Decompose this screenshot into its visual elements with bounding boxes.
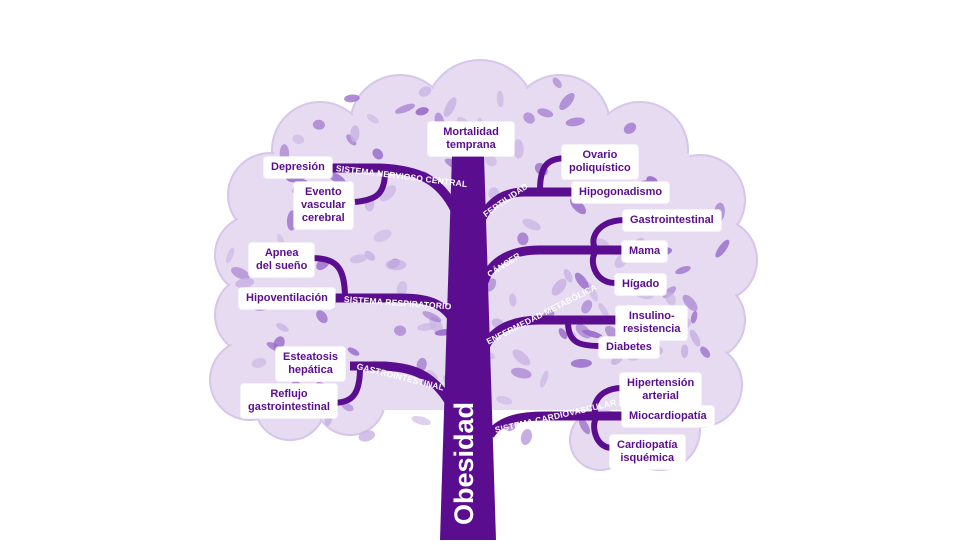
leaf-miocardiopatia: Miocardiopatía — [622, 406, 714, 427]
leaf-shape — [509, 293, 517, 307]
leaf-shape — [292, 134, 305, 145]
leaf-shape — [700, 346, 711, 358]
leaf-shape — [347, 347, 360, 356]
leaf-shape — [522, 218, 541, 231]
leaf-shape — [623, 122, 637, 134]
leaf-shape — [396, 281, 408, 297]
leaf-shape — [418, 86, 432, 97]
trunk-label: Obesidad — [449, 402, 479, 525]
leaf-shape — [682, 294, 698, 312]
leaf-shape — [316, 310, 328, 324]
leaf-shape — [540, 370, 549, 388]
leaf-shape — [552, 77, 562, 89]
leaf-shape — [385, 259, 407, 271]
leaf-shape — [350, 125, 360, 142]
leaf-gastrointestinal: Gastrointestinal — [623, 210, 721, 231]
leaf-shape — [715, 239, 730, 258]
leaf-shape — [411, 415, 431, 426]
leaf-shape — [415, 107, 429, 116]
leaf-shape — [235, 278, 255, 288]
leaf-shape — [558, 328, 568, 340]
leaf-shape — [364, 250, 376, 261]
leaf-shape — [680, 344, 689, 358]
leaf-shape — [690, 310, 698, 324]
leaf-insulinoresistencia: Insulino-resistencia — [616, 306, 688, 340]
leaf-hipogonadismo: Hipogonadismo — [572, 182, 670, 203]
leaf-shape — [675, 266, 691, 275]
leaf-shape — [443, 97, 457, 118]
leaf-shape — [586, 282, 598, 302]
leaf-shape — [416, 357, 427, 372]
leaf-shape — [570, 358, 592, 368]
leaf-shape — [422, 311, 442, 323]
tree-trunk — [440, 155, 496, 540]
leaf-shape — [565, 117, 585, 127]
leaf-shape — [312, 119, 325, 130]
leaf-shape — [551, 278, 567, 296]
leaf-shape — [372, 148, 384, 160]
leaf-shape — [512, 349, 531, 366]
leaf-shape — [574, 272, 589, 290]
leaf-mortalidad-temprana: Mortalidad temprana — [428, 122, 514, 156]
leaf-shape — [349, 254, 367, 264]
leaf-shape — [563, 268, 573, 283]
leaf-shape — [496, 395, 513, 405]
leaf-shape — [341, 402, 354, 412]
leaf-shape — [537, 108, 554, 118]
leaf-diabetes: Diabetes — [599, 337, 659, 358]
leaf-shape — [344, 94, 360, 103]
leaf-shape — [346, 134, 357, 146]
leaf-hipoventilacion: Hipoventilación — [239, 288, 335, 309]
leaf-shape — [517, 232, 529, 246]
leaf-depresion: Depresión — [264, 157, 332, 178]
leaf-shape — [520, 429, 532, 445]
leaf-shape — [231, 266, 250, 280]
leaf-shape — [358, 430, 376, 442]
leaf-shape — [559, 92, 575, 111]
leaf-shape — [379, 185, 397, 202]
leaf-shape — [395, 103, 415, 114]
leaf-higado: Hígado — [615, 274, 667, 295]
leaf-shape — [513, 139, 524, 159]
leaf-shape — [496, 90, 504, 108]
leaf-shape — [578, 418, 591, 435]
leaf-shape — [276, 323, 289, 332]
leaf-shape — [366, 114, 379, 124]
leaf-shape — [417, 322, 437, 331]
leaf-shape — [523, 112, 535, 124]
leaf-shape — [581, 299, 593, 314]
leaf-shape — [226, 247, 235, 264]
leaf-shape — [598, 302, 610, 319]
leaf-shape — [373, 229, 392, 242]
leaf-shape — [510, 367, 532, 379]
leaf-shape — [484, 154, 497, 167]
leaf-mama: Mama — [622, 241, 668, 262]
leaf-shape — [582, 329, 604, 339]
leaf-shape — [251, 357, 267, 368]
leaf-shape — [689, 329, 701, 347]
leaf-shape — [665, 292, 676, 306]
leaf-shape — [394, 325, 407, 336]
